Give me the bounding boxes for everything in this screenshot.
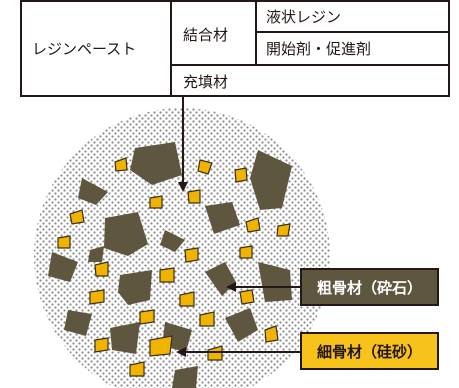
binder-label: 結合材 <box>183 26 229 44</box>
coarse-aggregate-label-text: 粗骨材（砕石） <box>316 278 422 297</box>
fine-aggregate <box>245 217 261 233</box>
table-border-right <box>448 0 450 97</box>
coarse-aggregate <box>205 202 240 234</box>
fine-aggregate <box>139 309 155 325</box>
fine-aggregate <box>184 247 199 263</box>
filler-label: 充填材 <box>183 73 229 91</box>
coarse-aggregate <box>118 270 152 305</box>
filler-arrow-head <box>178 182 188 192</box>
coarse-aggregate-group <box>48 142 292 388</box>
fine-aggregate <box>197 159 213 175</box>
coarse-aggregate <box>172 366 198 388</box>
coarse-aggregate <box>88 246 104 262</box>
fine-aggregate <box>69 209 85 225</box>
fine-aggregate <box>89 289 105 305</box>
coarse-aggregate <box>160 230 185 252</box>
fine-aggregate <box>94 261 109 277</box>
fine-aggregate <box>234 167 248 183</box>
fine-aggregate <box>187 189 201 204</box>
fine-aggregate <box>57 235 71 249</box>
binder-item-resin: 液状レジン <box>266 8 342 26</box>
fine-aggregate <box>276 223 291 237</box>
coarse-aggregate <box>250 150 292 210</box>
fine-aggregate-label: 細骨材（硅砂） <box>300 332 439 370</box>
coarse-aggregate <box>104 212 148 256</box>
composition-table: レジンペースト 結合材 液状レジン 開始剤・促進剤 充填材 <box>20 0 450 97</box>
fine-arrow-head <box>176 347 186 357</box>
fine-aggregate <box>264 325 279 343</box>
coarse-aggregate <box>78 178 108 205</box>
fine-aggregate-group <box>57 157 291 377</box>
binder-item-initiator: 開始剤・促進剤 <box>266 40 372 58</box>
coarse-arrow-head <box>226 282 236 292</box>
fine-aggregate <box>114 157 128 172</box>
fine-aggregate-label-text: 細骨材（硅砂） <box>316 342 422 361</box>
table-border-top <box>20 0 450 2</box>
coarse-aggregate <box>225 308 258 342</box>
table-col-separator <box>170 0 172 97</box>
table-border-bottom <box>20 95 450 97</box>
fine-aggregate <box>149 195 163 209</box>
fine-aggregate <box>239 245 253 259</box>
fine-aggregate <box>149 335 173 357</box>
table-binder-separator <box>255 0 257 66</box>
coarse-aggregate <box>130 142 182 185</box>
coarse-aggregate <box>48 252 78 282</box>
coarse-aggregate <box>110 322 140 354</box>
fine-aggregate <box>159 267 175 283</box>
root-label: レジンペースト <box>32 40 137 58</box>
fine-aggregate <box>94 337 109 353</box>
fine-aggregate <box>179 291 195 307</box>
coarse-aggregate <box>64 310 92 336</box>
coarse-aggregate <box>258 262 292 302</box>
fine-aggregate <box>129 361 145 377</box>
coarse-aggregate-label: 粗骨材（砕石） <box>300 268 439 306</box>
table-border-left <box>20 0 22 97</box>
table-items-separator <box>255 31 450 33</box>
table-row-separator <box>170 64 450 66</box>
fine-aggregate <box>199 311 215 327</box>
fine-aggregate <box>239 289 255 305</box>
